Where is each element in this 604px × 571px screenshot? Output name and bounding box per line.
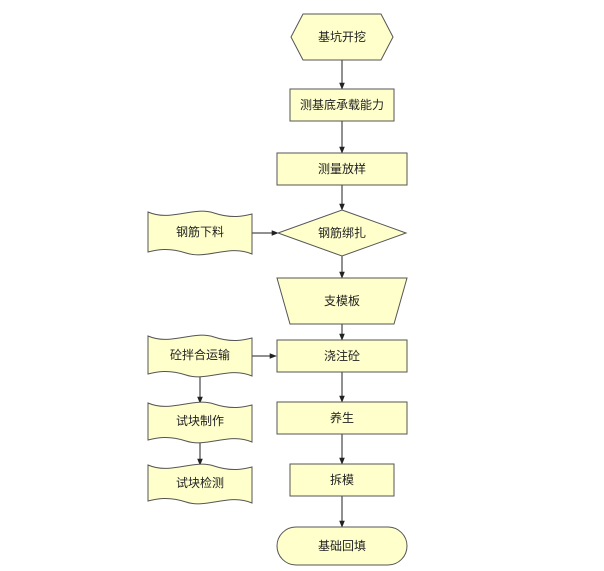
node-excavation-label: 基坑开挖 xyxy=(318,29,366,44)
node-specimen-making-label: 试块制作 xyxy=(176,413,224,428)
node-specimen-testing-shape xyxy=(147,463,253,505)
node-rebar-tying-shape xyxy=(276,209,408,257)
node-excavation-shape xyxy=(290,13,394,61)
node-survey-layout-label: 测量放样 xyxy=(318,161,366,176)
node-rebar-cutting-label: 钢筋下料 xyxy=(176,224,224,239)
node-formwork-label: 支模板 xyxy=(324,294,360,308)
node-concrete-mixing-label: 砼拌合运输 xyxy=(170,347,230,362)
node-pouring-label: 浇注砼 xyxy=(324,348,360,363)
node-backfill-label: 基础回填 xyxy=(318,539,366,553)
node-rebar-cutting-shape xyxy=(147,210,253,256)
node-bearing-test-label: 测基底承载能力 xyxy=(300,97,384,112)
node-curing-shape xyxy=(276,401,408,435)
node-specimen-testing-label: 试块检测 xyxy=(176,475,224,490)
node-backfill-shape xyxy=(276,526,408,566)
node-curing-label: 养生 xyxy=(330,410,354,425)
node-specimen-making-shape xyxy=(147,401,253,444)
node-rebar-tying-label: 钢筋绑扎 xyxy=(318,225,366,240)
node-pouring-shape xyxy=(276,339,408,373)
node-survey-layout-shape xyxy=(276,152,408,186)
node-bearing-test-shape xyxy=(289,88,395,122)
node-formwork-shape xyxy=(276,277,408,325)
node-formwork-removal-shape xyxy=(289,463,395,497)
node-concrete-mixing-shape xyxy=(147,334,253,378)
node-formwork-removal-label: 拆模 xyxy=(330,472,354,487)
